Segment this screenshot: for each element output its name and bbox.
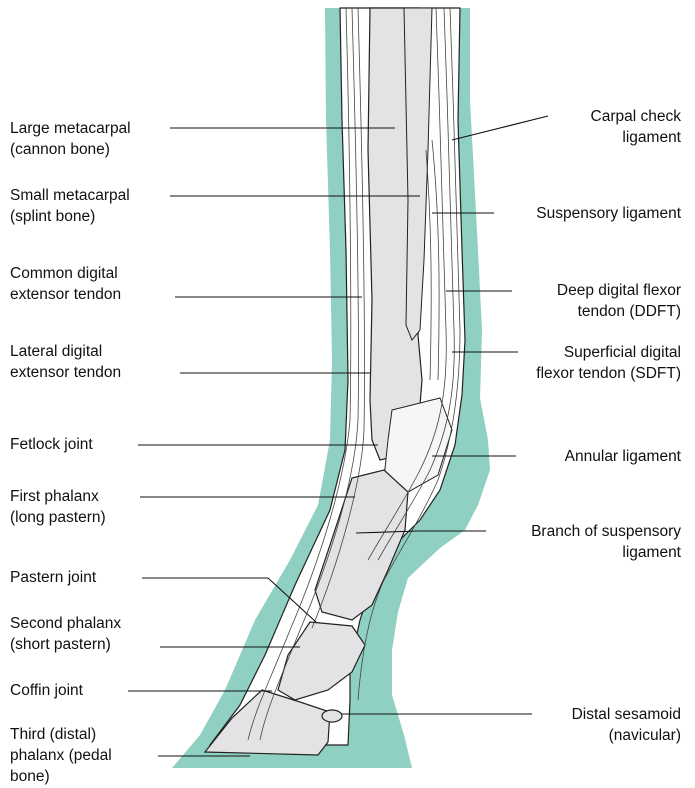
label-branch-suspensory: Branch of suspensory ligament <box>531 521 681 563</box>
label-coffin-joint: Coffin joint <box>10 680 83 701</box>
distal-sesamoid-bone <box>322 710 342 722</box>
label-common-digital-extensor: Common digital extensor tendon <box>10 263 121 305</box>
label-lateral-digital-extensor: Lateral digital extensor tendon <box>10 341 121 383</box>
label-fetlock-joint: Fetlock joint <box>10 434 93 455</box>
label-annular-ligament: Annular ligament <box>565 446 681 467</box>
label-pastern-joint: Pastern joint <box>10 567 96 588</box>
label-third-phalanx: Third (distal) phalanx (pedal bone) <box>10 724 112 787</box>
label-carpal-check-ligament: Carpal check ligament <box>591 106 681 148</box>
label-distal-sesamoid: Distal sesamoid (navicular) <box>572 704 681 746</box>
label-small-metacarpal: Small metacarpal (splint bone) <box>10 185 130 227</box>
label-sdft: Superficial digital flexor tendon (SDFT) <box>536 342 681 384</box>
label-suspensory-ligament: Suspensory ligament <box>536 203 681 224</box>
label-first-phalanx: First phalanx (long pastern) <box>10 486 106 528</box>
label-large-metacarpal: Large metacarpal (cannon bone) <box>10 118 131 160</box>
label-second-phalanx: Second phalanx (short pastern) <box>10 613 121 655</box>
label-ddft: Deep digital flexor tendon (DDFT) <box>557 280 681 322</box>
